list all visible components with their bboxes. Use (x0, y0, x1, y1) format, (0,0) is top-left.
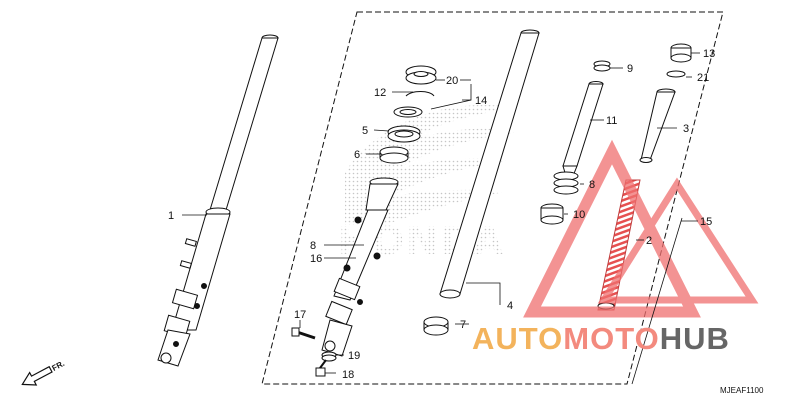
watermark-moto: MOTO (563, 321, 659, 356)
callout-17: 16 (310, 253, 322, 265)
callout-10: 10 (573, 209, 585, 221)
callout-18: 17 (294, 309, 306, 321)
damper-rod (562, 60, 611, 177)
fork-slider-lower (321, 177, 399, 357)
callout-8: 8 (589, 179, 595, 191)
fork-cap-spacer (639, 43, 692, 163)
callout-5: 5 (362, 125, 368, 137)
callout-4: 4 (507, 300, 513, 312)
assembly-frame (261, 11, 724, 385)
callout-2: 2 (646, 235, 652, 247)
callout-13: 12 (374, 87, 386, 99)
callout-16: 15 (700, 216, 712, 228)
fork-inner-tube (423, 29, 540, 336)
seal-stack (379, 65, 437, 164)
callout-14: 13 (703, 48, 715, 60)
spring-seat-collar (540, 171, 579, 225)
leader-lines (182, 52, 700, 385)
callout-9: 8 (310, 240, 316, 252)
fasteners (291, 327, 337, 377)
callout-6: 6 (354, 149, 360, 161)
callout-22: 21 (697, 72, 709, 84)
direction-label: FR. (50, 359, 66, 373)
callout-15: 14 (475, 95, 487, 107)
front-direction-arrow: FR. (21, 359, 66, 386)
callout-3: 3 (683, 123, 689, 135)
diagram-code: MJEAF1100 (720, 386, 764, 395)
callout-19: 18 (342, 369, 354, 381)
callout-12: 11 (606, 115, 617, 127)
callout-20: 19 (348, 350, 360, 362)
watermark-logo (523, 139, 759, 318)
watermark-hub: HUB (660, 321, 730, 356)
callout-21: 20 (446, 75, 458, 87)
watermark-text: AUTOMOTOHUB (472, 321, 730, 356)
callout-7: 7 (460, 319, 466, 331)
fork-leg-outer-tube (157, 34, 279, 367)
callout-numbers: 1 2 3 4 5 6 7 8 8 10 9 11 12 13 14 15 16… (168, 48, 715, 381)
callout-1: 1 (168, 210, 174, 222)
watermark-auto: AUTO (472, 321, 563, 356)
callout-11: 9 (627, 63, 633, 75)
